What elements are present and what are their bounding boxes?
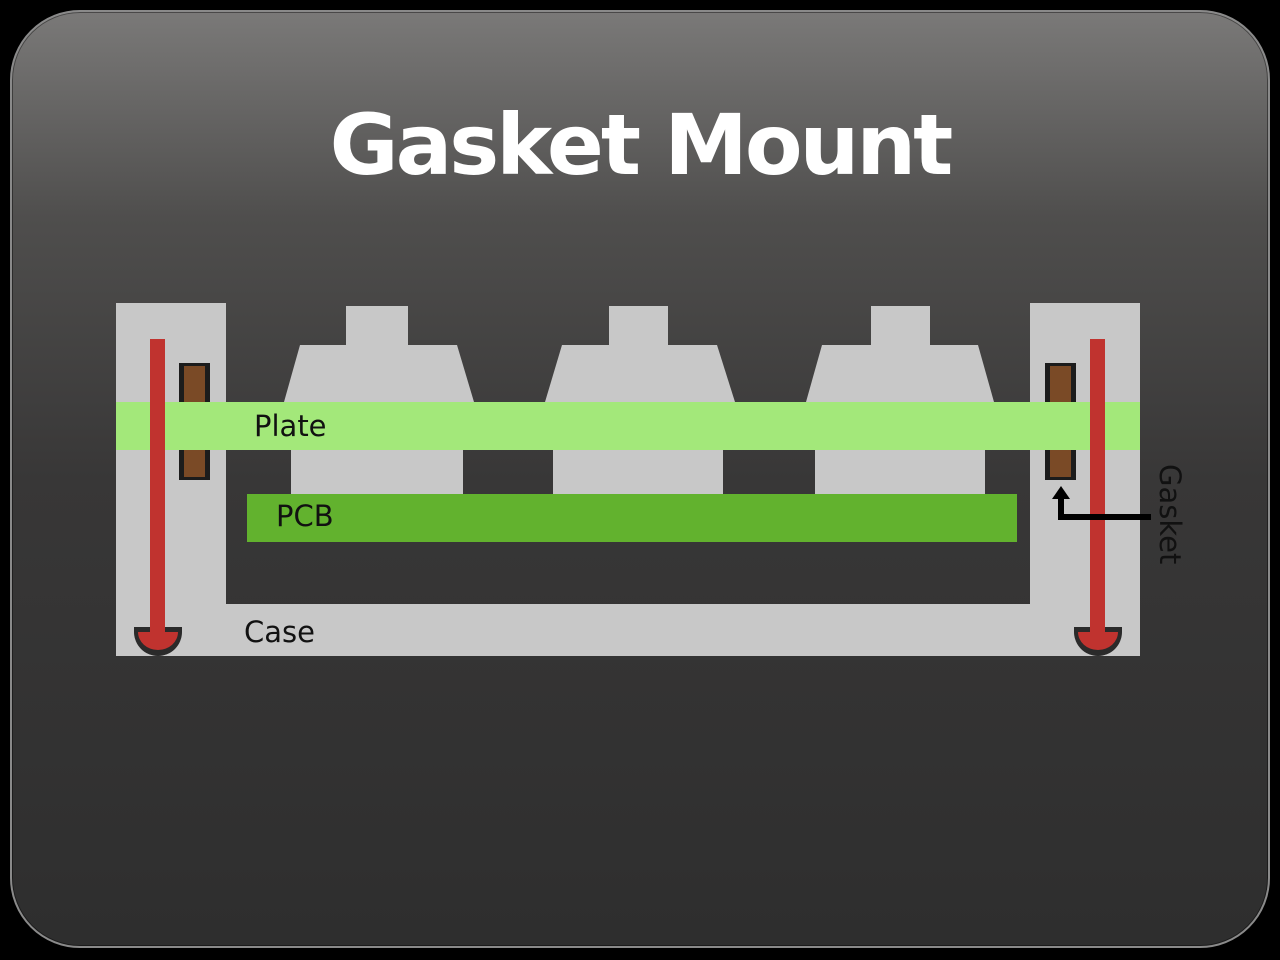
pcb-label: PCB <box>276 499 334 533</box>
keycap <box>545 306 735 495</box>
keycap <box>806 306 994 495</box>
plate-label: Plate <box>254 409 327 443</box>
case <box>116 303 1140 656</box>
gasket-callout-arrow <box>1052 486 1151 520</box>
pcb <box>247 494 1017 542</box>
screw-left <box>134 339 182 656</box>
case-label: Case <box>244 615 315 649</box>
plate <box>116 402 1140 450</box>
screw-right <box>1074 339 1122 656</box>
diagram-title: Gasket Mount <box>329 96 954 194</box>
keycap <box>284 306 474 495</box>
gasket-label: Gasket <box>1153 464 1187 564</box>
